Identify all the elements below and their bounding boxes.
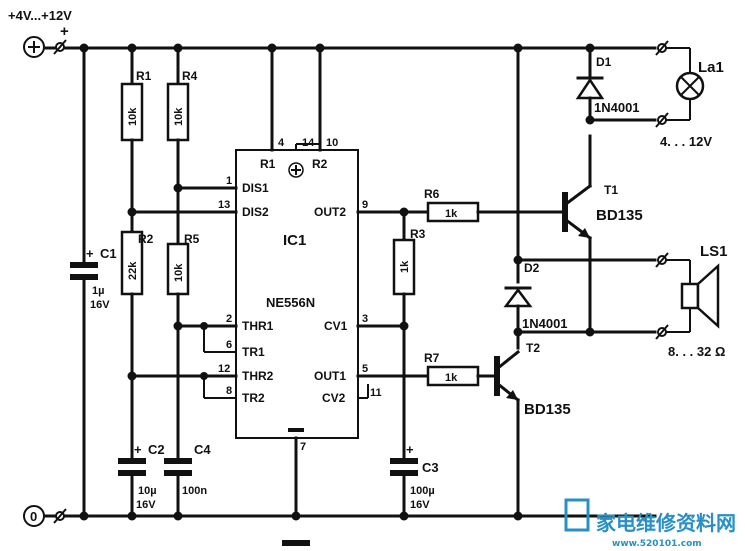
pin-label-cv1: CV1: [324, 319, 348, 333]
t1-part: BD135: [596, 207, 643, 224]
c2-ref: C2: [148, 442, 165, 457]
c1-voltage: 16V: [90, 299, 110, 311]
ls1-ref: LS1: [700, 243, 728, 260]
resistor-r1: [120, 46, 144, 234]
c1-plus: +: [86, 246, 94, 261]
pin-label-thr2: THR2: [242, 369, 274, 383]
pin-10: 10: [326, 137, 338, 149]
watermark: 家电维修资料网 www.520101.com: [564, 498, 736, 549]
pin-13: 13: [218, 199, 230, 211]
r5-value: 10k: [173, 263, 185, 282]
pin-8: 8: [226, 385, 232, 397]
speaker-ls1: [655, 252, 720, 340]
c1-value: 1µ: [92, 285, 104, 297]
plus-sign: +: [60, 23, 69, 40]
t1-ref: T1: [604, 183, 618, 197]
resistor-r3: [392, 210, 416, 460]
pin-label-thr1: THR1: [242, 319, 274, 333]
pin-6: 6: [226, 339, 232, 351]
r1-value: 10k: [127, 107, 139, 126]
d1-part: 1N4001: [594, 100, 640, 115]
pin-label-tr1: TR1: [242, 345, 265, 359]
supply-voltage-label: +4V...+12V: [8, 8, 72, 23]
transistor-t2: [494, 349, 521, 518]
la1-rating: 4. . . 12V: [660, 134, 712, 149]
d2-ref: D2: [524, 261, 540, 275]
pin-label-dis2: DIS2: [242, 205, 269, 219]
pin-label-r2: R2: [312, 157, 328, 171]
pin-label-cv2: CV2: [322, 391, 346, 405]
r6-value: 1k: [445, 208, 458, 220]
r3-ref: R3: [410, 227, 426, 241]
watermark-url: www.520101.com: [612, 539, 702, 549]
r5-ref: R5: [184, 232, 200, 246]
pin-2: 2: [226, 313, 232, 325]
pin-label-tr2: TR2: [242, 391, 265, 405]
c3-value: 100µ: [410, 485, 435, 497]
t2-part: BD135: [524, 401, 571, 418]
ls1-rating: 8. . . 32 Ω: [668, 344, 725, 359]
capacitor-c1: [70, 46, 98, 518]
ic-top-pins: [270, 46, 322, 178]
pin-label-r1: R1: [260, 157, 276, 171]
pin-label-out2: OUT2: [314, 205, 346, 219]
watermark-text: 家电维修资料网: [596, 511, 736, 535]
c2-value: 10µ: [138, 485, 157, 497]
c3-plus: +: [406, 442, 414, 457]
d1-ref: D1: [596, 55, 612, 69]
pin-3: 3: [362, 313, 368, 325]
ground-label: 0: [30, 509, 37, 524]
pin-11: 11: [370, 387, 382, 399]
resistor-r7: [426, 365, 496, 387]
r6-ref: R6: [424, 187, 440, 201]
ic1-ref: IC1: [283, 232, 306, 249]
r7-ref: R7: [424, 351, 440, 365]
capacitor-c3: [390, 458, 418, 518]
c2-voltage: 16V: [136, 499, 156, 511]
c2-plus: +: [134, 442, 142, 457]
resistor-r6: [426, 201, 564, 223]
t2-ref: T2: [526, 341, 540, 355]
supply-positive-terminal: [23, 36, 67, 58]
pin-12: 12: [218, 363, 230, 375]
ic-right-pins: [356, 210, 430, 399]
r2-value: 22k: [127, 261, 139, 280]
pin-label-out1: OUT1: [314, 369, 346, 383]
c4-value: 100n: [182, 485, 207, 497]
ic-ground-pin: [282, 428, 310, 546]
transistor-t1: [562, 134, 593, 334]
c1-ref: C1: [100, 246, 117, 261]
diode-d2: [503, 46, 657, 350]
la1-ref: La1: [698, 59, 724, 76]
lamp-la1: [655, 40, 705, 128]
r1-ref: R1: [136, 69, 152, 83]
supply-ground-terminal: [23, 505, 67, 527]
c3-ref: C3: [422, 460, 439, 475]
c3-voltage: 16V: [410, 499, 430, 511]
c4-ref: C4: [194, 442, 211, 457]
diode-d1: [575, 46, 657, 122]
capacitor-c2: [118, 458, 146, 518]
pin-4: 4: [278, 137, 285, 149]
pin-5: 5: [362, 363, 368, 375]
pin-7: 7: [300, 441, 306, 453]
r7-value: 1k: [445, 372, 458, 384]
capacitor-c4: [164, 458, 192, 518]
pin-14: 14: [302, 137, 315, 149]
d2-part: 1N4001: [522, 316, 568, 331]
ic1-part: NE556N: [266, 295, 315, 310]
ic1-ne556n: [235, 149, 359, 439]
pin-label-dis1: DIS1: [242, 181, 269, 195]
r3-value: 1k: [399, 260, 411, 273]
pin-9: 9: [362, 199, 368, 211]
r2-ref: R2: [138, 232, 154, 246]
r4-ref: R4: [182, 69, 198, 83]
pin-1: 1: [226, 175, 232, 187]
junction-dots: [79, 43, 595, 521]
r4-value: 10k: [173, 107, 185, 126]
